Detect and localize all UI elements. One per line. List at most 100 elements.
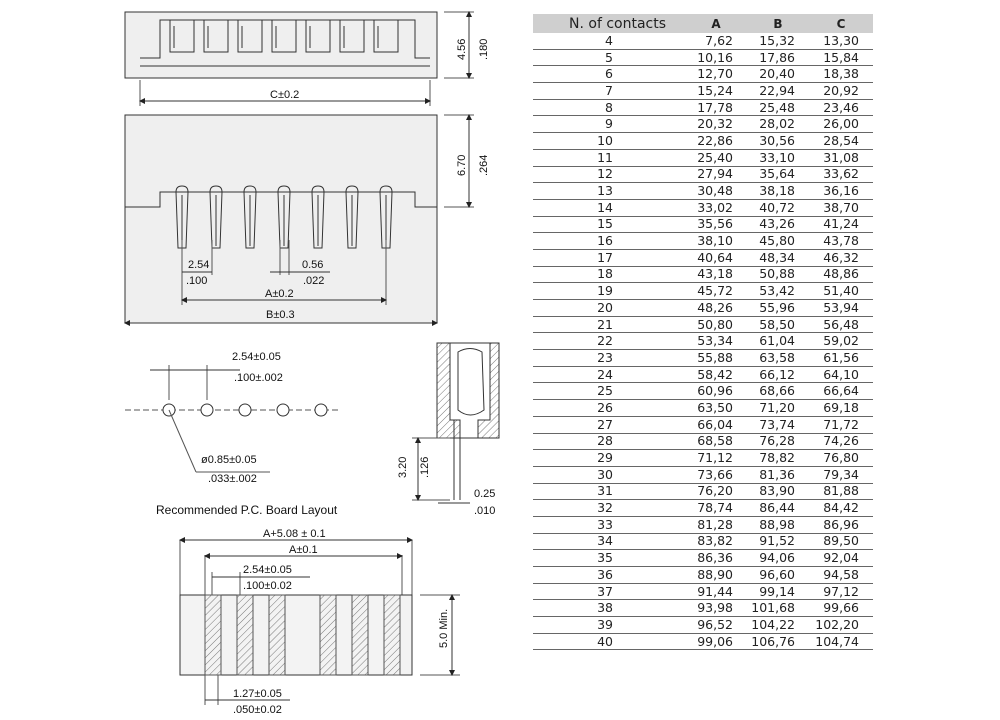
cell-b: 78,82 [747,449,809,467]
cell-c: 56,48 [809,316,873,334]
cell-a: 12,70 [685,65,747,84]
cell-c: 76,80 [809,449,873,467]
pcb-layout-title: Recommended P.C. Board Layout [156,503,338,517]
cell-c: 41,24 [809,216,873,234]
cell-a: 63,50 [685,399,747,417]
cell-b: 86,44 [747,499,809,517]
pin-thickness-mm: 0.25 [474,488,495,500]
cell-b: 55,96 [747,299,809,317]
cell-c: 99,66 [809,599,873,618]
cell-a: 83,82 [685,533,747,551]
cell-b: 88,98 [747,516,809,534]
contact-pin [277,185,291,249]
cell-contacts: 24 [533,366,685,384]
cell-a: 76,20 [685,483,747,501]
cell-b: 28,02 [747,115,809,134]
cell-c: 18,38 [809,65,873,84]
pcb-total-label: A+5.08 ± 0.1 [263,528,326,540]
cell-contacts: 9 [533,115,685,134]
cell-b: 94,06 [747,549,809,567]
cell-c: 51,40 [809,282,873,300]
contact-pin [379,185,393,249]
cell-c: 46,32 [809,249,873,267]
cell-contacts: 20 [533,299,685,317]
cell-c: 79,34 [809,466,873,484]
cell-contacts: 22 [533,332,685,351]
cell-c: 23,46 [809,99,873,117]
cell-contacts: 13 [533,182,685,200]
cell-c: 28,54 [809,132,873,150]
cell-a: 86,36 [685,549,747,567]
cell-b: 99,14 [747,583,809,601]
c-dimension-label: C±0.2 [270,89,299,101]
cell-b: 15,32 [747,33,809,50]
cell-contacts: 17 [533,249,685,267]
cell-c: 64,10 [809,366,873,384]
pad-width-mm: 1.27±0.05 [233,688,282,700]
cell-contacts: 26 [533,399,685,417]
cell-b: 38,18 [747,182,809,200]
contact-pin [311,185,325,249]
cell-a: 81,28 [685,516,747,534]
cell-c: 89,50 [809,533,873,551]
cell-contacts: 5 [533,49,685,67]
cell-a: 45,72 [685,282,747,300]
cell-contacts: 40 [533,633,685,651]
cell-b: 96,60 [747,566,809,584]
pcb-hole [200,403,214,417]
cell-a: 88,90 [685,566,747,584]
contact-pin [209,185,223,249]
cell-a: 58,42 [685,366,747,384]
cell-c: 15,84 [809,49,873,67]
contact-slot [203,20,229,53]
cell-b: 48,34 [747,249,809,267]
pin-width-in: .022 [303,275,324,287]
pcb-hole [276,403,290,417]
cell-b: 66,12 [747,366,809,384]
cell-a: 66,04 [685,416,747,434]
pcb-min-label: 5.0 Min. [438,609,450,648]
cell-c: 71,72 [809,416,873,434]
pcb-layout [179,537,460,705]
pcb-hole [238,403,252,417]
cell-a: 73,66 [685,466,747,484]
cell-a: 33,02 [685,199,747,217]
cell-contacts: 4 [533,33,685,50]
header-contacts: N. of contacts [533,14,685,33]
side-height-in: .264 [478,155,490,176]
header-b: B [747,14,809,33]
cell-contacts: 7 [533,82,685,100]
pcb-pad [236,594,254,676]
cell-b: 91,52 [747,533,809,551]
cell-a: 20,32 [685,115,747,134]
contact-slot [169,20,195,53]
cell-contacts: 27 [533,416,685,434]
cell-a: 38,10 [685,232,747,250]
cell-contacts: 32 [533,499,685,517]
cell-b: 20,40 [747,65,809,84]
cell-b: 104,22 [747,616,809,634]
cell-a: 78,74 [685,499,747,517]
cell-contacts: 28 [533,433,685,451]
cell-c: 84,42 [809,499,873,517]
hole-diameter-mm: ø0.85±0.05 [201,454,257,466]
pcb-pitch-in: .100±0.02 [243,580,292,592]
cell-contacts: 33 [533,516,685,534]
contact-pin [345,185,359,249]
cell-b: 73,74 [747,416,809,434]
